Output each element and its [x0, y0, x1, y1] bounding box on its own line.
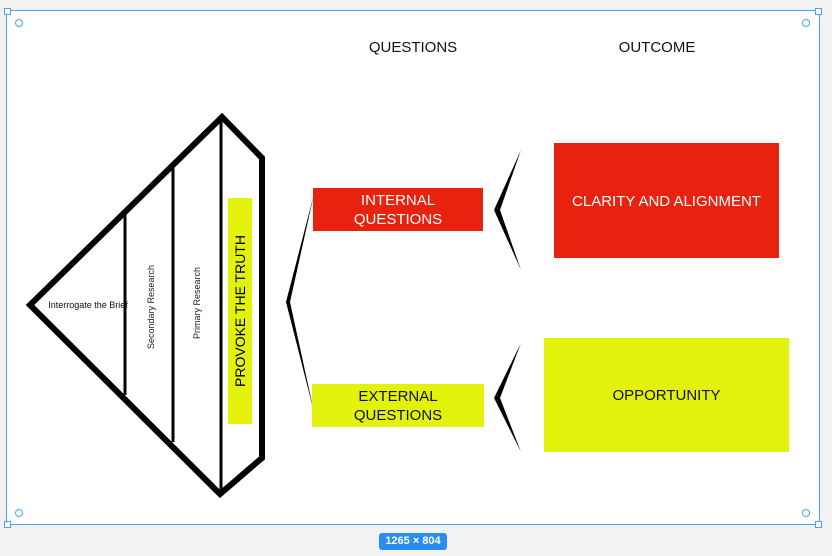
main-bracket: [286, 194, 314, 412]
resize-handle-top-left[interactable]: [4, 8, 11, 15]
rotate-handle-bottom-right[interactable]: [802, 509, 810, 517]
pyramid-label-brief: Interrogate the Brief: [48, 299, 128, 310]
pyramid-outline: [25, 112, 265, 499]
internal-questions-box: INTERNAL QUESTIONS: [313, 188, 483, 231]
pyramid-label-primary: Primary Research: [192, 266, 202, 340]
rotate-handle-top-right[interactable]: [802, 19, 810, 27]
pyramid-label-provoke: PROVOKE THE TRUTH: [232, 235, 248, 387]
canvas-size-badge: 1265 × 804: [379, 533, 447, 550]
provoke-band: [228, 198, 252, 424]
bracket-internal: [494, 150, 521, 270]
rotate-handle-bottom-left[interactable]: [15, 509, 23, 517]
pyramid-label-secondary: Secondary Research: [146, 264, 156, 350]
resize-handle-bottom-right[interactable]: [815, 521, 822, 528]
opportunity-outcome-box: OPPORTUNITY: [544, 338, 789, 452]
questions-header: QUESTIONS: [368, 38, 458, 56]
clarity-outcome-box: CLARITY AND ALIGNMENT: [554, 143, 779, 258]
external-questions-box: EXTERNAL QUESTIONS: [312, 384, 484, 427]
resize-handle-bottom-left[interactable]: [4, 521, 11, 528]
outcome-header: OUTCOME: [618, 38, 696, 56]
bracket-external: [494, 343, 521, 452]
rotate-handle-top-left[interactable]: [15, 19, 23, 27]
resize-handle-top-right[interactable]: [815, 8, 822, 15]
